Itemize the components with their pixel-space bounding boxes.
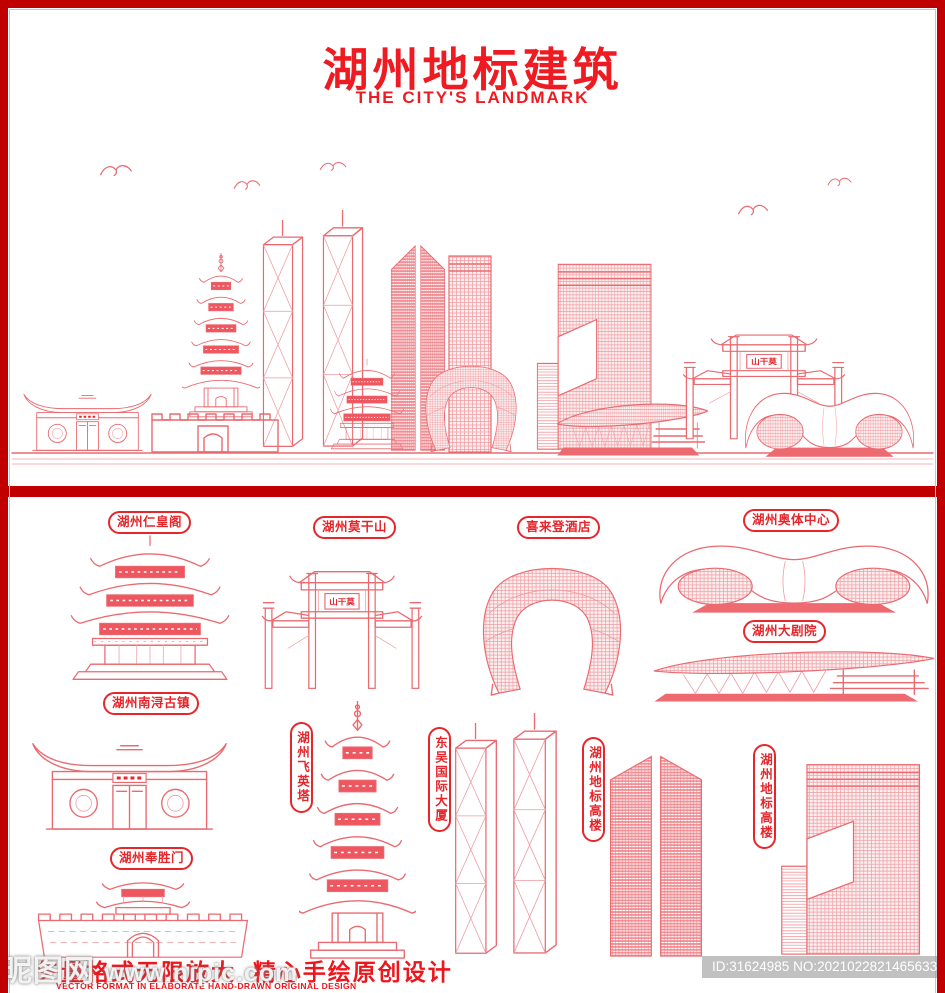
page-subtitle: THE CITY'S LANDMARK	[355, 88, 590, 107]
skyline-city-wall	[151, 419, 279, 453]
catalog-theatre-drawing	[653, 651, 935, 702]
bird-icon	[737, 204, 769, 216]
skyline-grid-tower	[448, 255, 492, 453]
label-pill-moganshan: 湖州莫干山	[313, 516, 397, 539]
skyline-gatehouse	[22, 393, 153, 452]
page-title: 湖州地标建筑	[322, 44, 623, 96]
frame-border-left	[0, 0, 8, 993]
catalog-nanxun-drawing	[31, 742, 228, 831]
site-watermark-url: www.nipic.com	[104, 959, 299, 987]
catalog-landmark2-drawing	[781, 763, 921, 955]
catalog-aoti-drawing	[659, 545, 929, 613]
label-pill-sheraton: 喜来登酒店	[517, 516, 601, 539]
bird-icon	[827, 177, 852, 187]
frame-border-top	[0, 0, 945, 8]
label-pill-landmark1: 湖州地标高楼	[582, 737, 605, 842]
skyline-tower-east	[262, 220, 304, 448]
ground-lines	[11, 458, 934, 465]
catalog-sheraton-drawing	[482, 567, 622, 696]
id-watermark: ID:31624985 NO:20210228214656336000	[702, 956, 945, 978]
footer-slogan-en: VECTOR FORMAT IN ELABORATE HAND-DRAWN OR…	[56, 981, 357, 991]
label-pill-renhuangge: 湖州仁皇阁	[108, 511, 192, 534]
skyline-stadium	[744, 392, 915, 457]
footer-slogan-cn: 矢量格式无限放大 精心手绘原创设计	[36, 959, 453, 985]
frame-border-right	[937, 0, 945, 993]
label-pill-theatre: 湖州大剧院	[743, 620, 827, 643]
skyline-pagoda	[182, 253, 260, 418]
catalog-feiyingta-drawing	[299, 701, 416, 959]
site-watermark: 昵图网 www.nipic.com	[2, 946, 298, 990]
bird-icon	[319, 162, 347, 171]
catalog-dongwu-drawing	[454, 713, 557, 954]
label-pill-landmark2: 湖州地标高楼	[753, 744, 776, 849]
label-pill-nanxun: 湖州南浔古镇	[103, 692, 200, 715]
catalog-renhuangge-drawing	[70, 535, 230, 681]
label-pill-feiyingta: 湖州飞英塔	[290, 722, 313, 813]
label-pill-fengshengmen: 湖州奉胜门	[110, 847, 194, 870]
catalog-moganshan-paifang-drawing	[261, 571, 423, 690]
skyline-illustration	[11, 162, 934, 465]
site-watermark-name: 昵图网	[2, 955, 95, 988]
label-pill-dongwu: 东吴国际大厦	[428, 727, 451, 832]
catalog-landmark1-drawing	[609, 755, 703, 957]
bird-icon	[100, 165, 132, 177]
bird-icon	[233, 180, 261, 190]
section-divider-bar	[8, 486, 937, 497]
label-pill-aoti: 湖州奥体中心	[743, 509, 840, 532]
